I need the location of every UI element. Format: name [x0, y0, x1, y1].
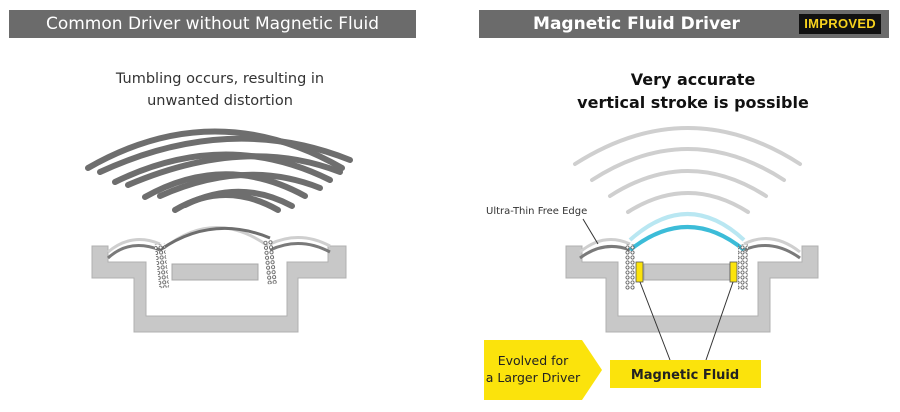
free-edge-label: Ultra-Thin Free Edge — [486, 206, 587, 217]
right-driver — [565, 212, 819, 333]
evolved-line-2: a Larger Driver — [486, 370, 581, 385]
right-dome — [628, 225, 746, 252]
evolved-arrow-box — [484, 340, 602, 400]
improved-badge: IMPROVED — [799, 14, 881, 34]
right-wave-1 — [573, 126, 802, 166]
left-driver-frame — [91, 245, 347, 333]
left-sound-waves — [85, 128, 353, 213]
right-surround — [269, 241, 331, 254]
left-voice-coil-a — [154, 243, 170, 289]
right-wave-2 — [590, 147, 786, 182]
left-caption-line-1: Tumbling occurs, resulting in — [115, 71, 325, 87]
right-caption-line-1: Very accurate — [630, 70, 756, 89]
left-surround-ghost — [107, 238, 161, 254]
right-caption-line-2: vertical stroke is possible — [577, 93, 809, 112]
fluid-leader-left — [639, 281, 671, 361]
left-voice-coil-b — [262, 239, 278, 285]
right-dome-ghost — [628, 212, 746, 242]
right-surround-ghost — [269, 235, 331, 248]
right-driver-frame — [565, 245, 819, 333]
fluid-leader-right — [705, 281, 734, 361]
right-voice-coil-a — [625, 244, 635, 290]
magnetic-fluid-right — [729, 261, 738, 283]
right-free-edge-right-ghost — [743, 237, 801, 254]
left-wave-8 — [182, 188, 295, 209]
left-dome — [159, 226, 271, 252]
left-wave-6 — [157, 171, 323, 199]
magnetic-fluid-left — [635, 261, 644, 283]
right-panel-title: Magnetic Fluid Driver — [533, 14, 740, 34]
left-wave-1 — [85, 128, 345, 171]
left-magnet — [171, 263, 259, 281]
right-wave-4 — [626, 191, 750, 214]
left-panel-header: Common Driver without Magnetic Fluid — [9, 10, 416, 38]
right-panel-header: Magnetic Fluid Driver IMPROVED — [479, 10, 889, 38]
magnetic-fluid-box — [610, 360, 761, 388]
left-caption-line-2: unwanted distortion — [147, 93, 293, 109]
right-free-edge-left-ghost — [579, 238, 631, 254]
left-driver — [91, 226, 347, 333]
right-magnet — [643, 263, 731, 281]
right-free-edge-right — [743, 244, 801, 260]
free-edge-leader — [582, 218, 599, 245]
evolved-line-1: Evolved for — [498, 353, 569, 368]
left-caption: Tumbling occurs, resulting in unwanted d… — [60, 68, 380, 112]
magnetic-fluid-label: Magnetic Fluid — [631, 368, 739, 383]
left-panel-title: Common Driver without Magnetic Fluid — [45, 14, 380, 34]
right-caption: Very accurate vertical stroke is possibl… — [548, 68, 838, 114]
right-voice-coil-b — [738, 244, 748, 290]
left-wave-2 — [97, 135, 353, 175]
left-wave-3 — [112, 151, 333, 185]
right-wave-3 — [608, 169, 768, 198]
right-sound-waves — [573, 126, 802, 214]
left-wave-4 — [125, 153, 343, 188]
left-surround — [106, 244, 161, 260]
